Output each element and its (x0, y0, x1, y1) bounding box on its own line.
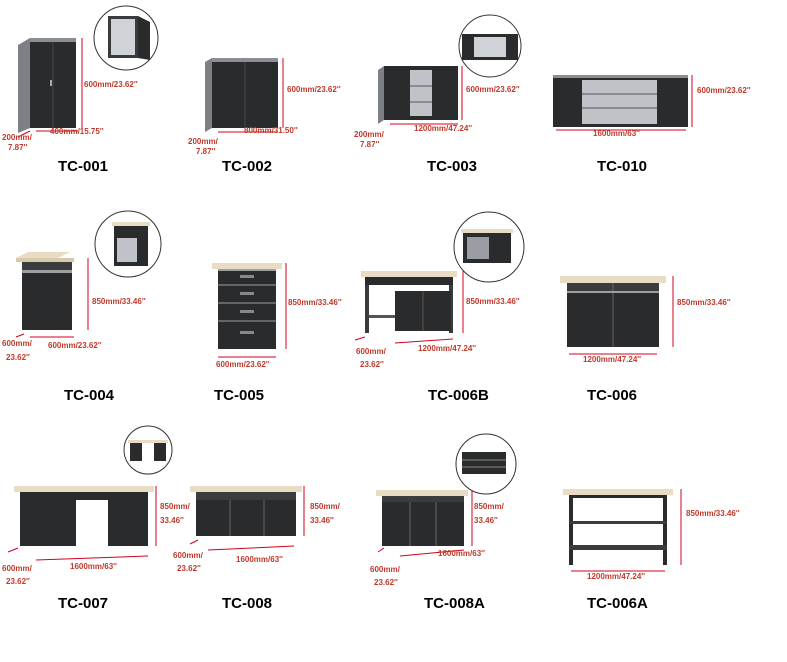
tc-008a-dim-width: 1600mm/63'' (438, 549, 485, 558)
tc-008-dim-height: 850mm/ (310, 502, 340, 511)
tc-010-code: TC-010 (597, 158, 648, 175)
tc-008a-dim-depth-inch: 23.62'' (374, 578, 398, 587)
tc-006b-workbench-image (354, 205, 535, 350)
tc-001-dim-depth-inch: 7.87'' (8, 143, 28, 152)
tc-006a-dim-height: 850mm/33.46'' (686, 509, 740, 518)
tc-006b-dim-depth: 600mm/ (356, 347, 386, 356)
tc-007-workbench-image (0, 420, 180, 570)
tc-004-code: TC-004 (64, 387, 115, 404)
tc-005-drawer-unit-image (200, 255, 300, 365)
tc-003-dim-depth-inch: 7.87'' (360, 140, 380, 149)
tc-008a-dim-height: 850mm/ (474, 502, 504, 511)
tc-003-dim-height: 600mm/23.62'' (466, 85, 520, 94)
tc-008-code: TC-008 (222, 595, 273, 612)
tc-008-dim-depth: 600mm/ (173, 551, 203, 560)
tc-004-dim-depth-inch: 23.62'' (6, 353, 30, 362)
tc-007-dim-height-inch: 33.46'' (160, 516, 184, 525)
tc-003-dim-width: 1200mm/47.24'' (414, 124, 473, 133)
tc-004-dim-width: 600mm/23.62'' (48, 341, 102, 350)
tc-001-code: TC-001 (58, 158, 109, 175)
tc-007-dim-depth-inch: 23.62'' (6, 577, 30, 586)
tc-005-dim-height: 850mm/33.46'' (288, 298, 342, 307)
tc-010-dim-width: 1600mm/63'' (593, 129, 640, 138)
tc-006-code: TC-006 (587, 387, 638, 404)
tc-008-workbench-image (180, 480, 310, 560)
tc-006-workbench-image (555, 272, 680, 364)
tc-001-dim-depth: 200mm/ (2, 133, 32, 142)
tc-005-code: TC-005 (214, 387, 265, 404)
tc-004-dim-depth: 600mm/ (2, 339, 32, 348)
tc-006b-dim-height: 850mm/33.46'' (466, 297, 520, 306)
tc-004-dim-height: 850mm/33.46'' (92, 297, 146, 306)
tc-008-dim-height-inch: 33.46'' (310, 516, 334, 525)
tc-003-cabinet-image (370, 14, 540, 135)
tc-006a-dim-width: 1200mm/47.24'' (587, 572, 646, 581)
tc-006-dim-height: 850mm/33.46'' (677, 298, 731, 307)
tc-006b-dim-width: 1200mm/47.24'' (418, 344, 477, 353)
tc-003-dim-depth: 200mm/ (354, 130, 384, 139)
tc-006b-code: TC-006B (428, 387, 489, 404)
tc-002-dim-depth-inch: 7.87'' (196, 147, 216, 156)
tc-002-dim-height: 600mm/23.62'' (287, 85, 341, 94)
tc-007-dim-width: 1600mm/63'' (70, 562, 117, 571)
tc-005-dim-width: 600mm/23.62'' (216, 360, 270, 369)
tc-007-dim-depth: 600mm/ (2, 564, 32, 573)
tc-006a-workbench-image (555, 485, 685, 580)
tc-008a-code: TC-008A (424, 595, 485, 612)
tc-006a-code: TC-006A (587, 595, 648, 612)
tc-002-dim-width: 800mm/31.50'' (244, 126, 298, 135)
tc-008-dim-depth-inch: 23.62'' (177, 564, 201, 573)
tc-002-code: TC-002 (222, 158, 273, 175)
tc-004-workbench-image (0, 200, 170, 350)
tc-001-dim-height: 600mm/23.62'' (84, 80, 138, 89)
tc-001-cabinet-image (0, 0, 170, 140)
tc-007-dim-height: 850mm/ (160, 502, 190, 511)
tc-002-cabinet-image (190, 50, 350, 140)
tc-006-dim-width: 1200mm/47.24'' (583, 355, 642, 364)
tc-007-code: TC-007 (58, 595, 109, 612)
tc-008a-dim-depth: 600mm/ (370, 565, 400, 574)
tc-010-cabinet-image (550, 70, 700, 140)
tc-008-dim-width: 1600mm/63'' (236, 555, 283, 564)
tc-001-dim-width: 400mm/15.75'' (50, 127, 104, 136)
tc-002-dim-depth: 200mm/ (188, 137, 218, 146)
tc-010-dim-height: 600mm/23.62'' (697, 86, 751, 95)
tc-003-code: TC-003 (427, 158, 478, 175)
tc-008a-dim-height-inch: 33.46'' (474, 516, 498, 525)
tc-008a-workbench-image (370, 430, 540, 560)
tc-006b-dim-depth-inch: 23.62'' (360, 360, 384, 369)
